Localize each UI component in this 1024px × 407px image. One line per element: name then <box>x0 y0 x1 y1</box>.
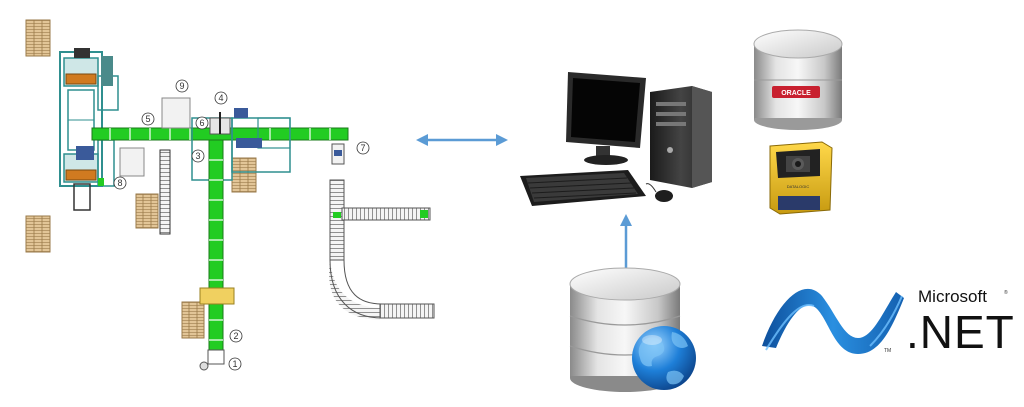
barcode-scanner-icon: DATALOGIC <box>769 141 833 215</box>
station-marker-8: 8 <box>113 176 127 190</box>
svg-text:4: 4 <box>218 93 223 103</box>
station-marker-9: 9 <box>175 79 189 93</box>
svg-text:8: 8 <box>117 178 122 188</box>
pallet-stack <box>25 19 51 57</box>
roller-conveyor <box>329 143 435 320</box>
oracle-database-icon: ORACLE <box>753 29 843 130</box>
station-marker-5: 5 <box>141 112 155 126</box>
dotnet-registered: ® <box>1004 289 1008 296</box>
station-marker-3: 3 <box>191 149 205 163</box>
dotnet-logo-icon: TM Microsoft ® .NET <box>762 287 1015 358</box>
bidirectional-arrow-icon <box>416 134 508 146</box>
svg-text:9: 9 <box>179 81 184 91</box>
station-marker-4: 4 <box>214 91 228 105</box>
station-marker-7: 7 <box>356 141 370 155</box>
pallet-stack <box>135 193 159 229</box>
plant-layout: 9 4 5 6 3 7 8 2 <box>25 19 435 371</box>
svg-text:7: 7 <box>360 143 365 153</box>
svg-text:3: 3 <box>195 151 200 161</box>
station-marker-6: 6 <box>195 116 209 130</box>
station-8-box <box>119 147 145 177</box>
dotnet-trademark: TM <box>884 348 891 354</box>
station-marker-1: 1 <box>228 357 242 371</box>
svg-text:6: 6 <box>199 118 204 128</box>
pallet-stack <box>231 157 257 193</box>
dotnet-vendor: Microsoft <box>918 287 987 306</box>
pallet-stack <box>25 215 51 253</box>
scanner-brand: DATALOGIC <box>787 184 810 189</box>
station-9-box <box>161 97 191 129</box>
web-database-icon <box>569 267 696 392</box>
svg-text:1: 1 <box>232 359 237 369</box>
pallet-stack <box>181 301 205 339</box>
svg-text:5: 5 <box>145 114 150 124</box>
dotnet-product: .NET <box>906 306 1015 358</box>
vertical-conveyor <box>199 139 235 371</box>
palletizer-machine <box>59 48 119 211</box>
svg-text:2: 2 <box>233 331 238 341</box>
incline-roller <box>159 149 171 235</box>
workstation-icon <box>520 72 712 206</box>
station-marker-2: 2 <box>229 329 243 343</box>
oracle-label: ORACLE <box>781 90 811 97</box>
